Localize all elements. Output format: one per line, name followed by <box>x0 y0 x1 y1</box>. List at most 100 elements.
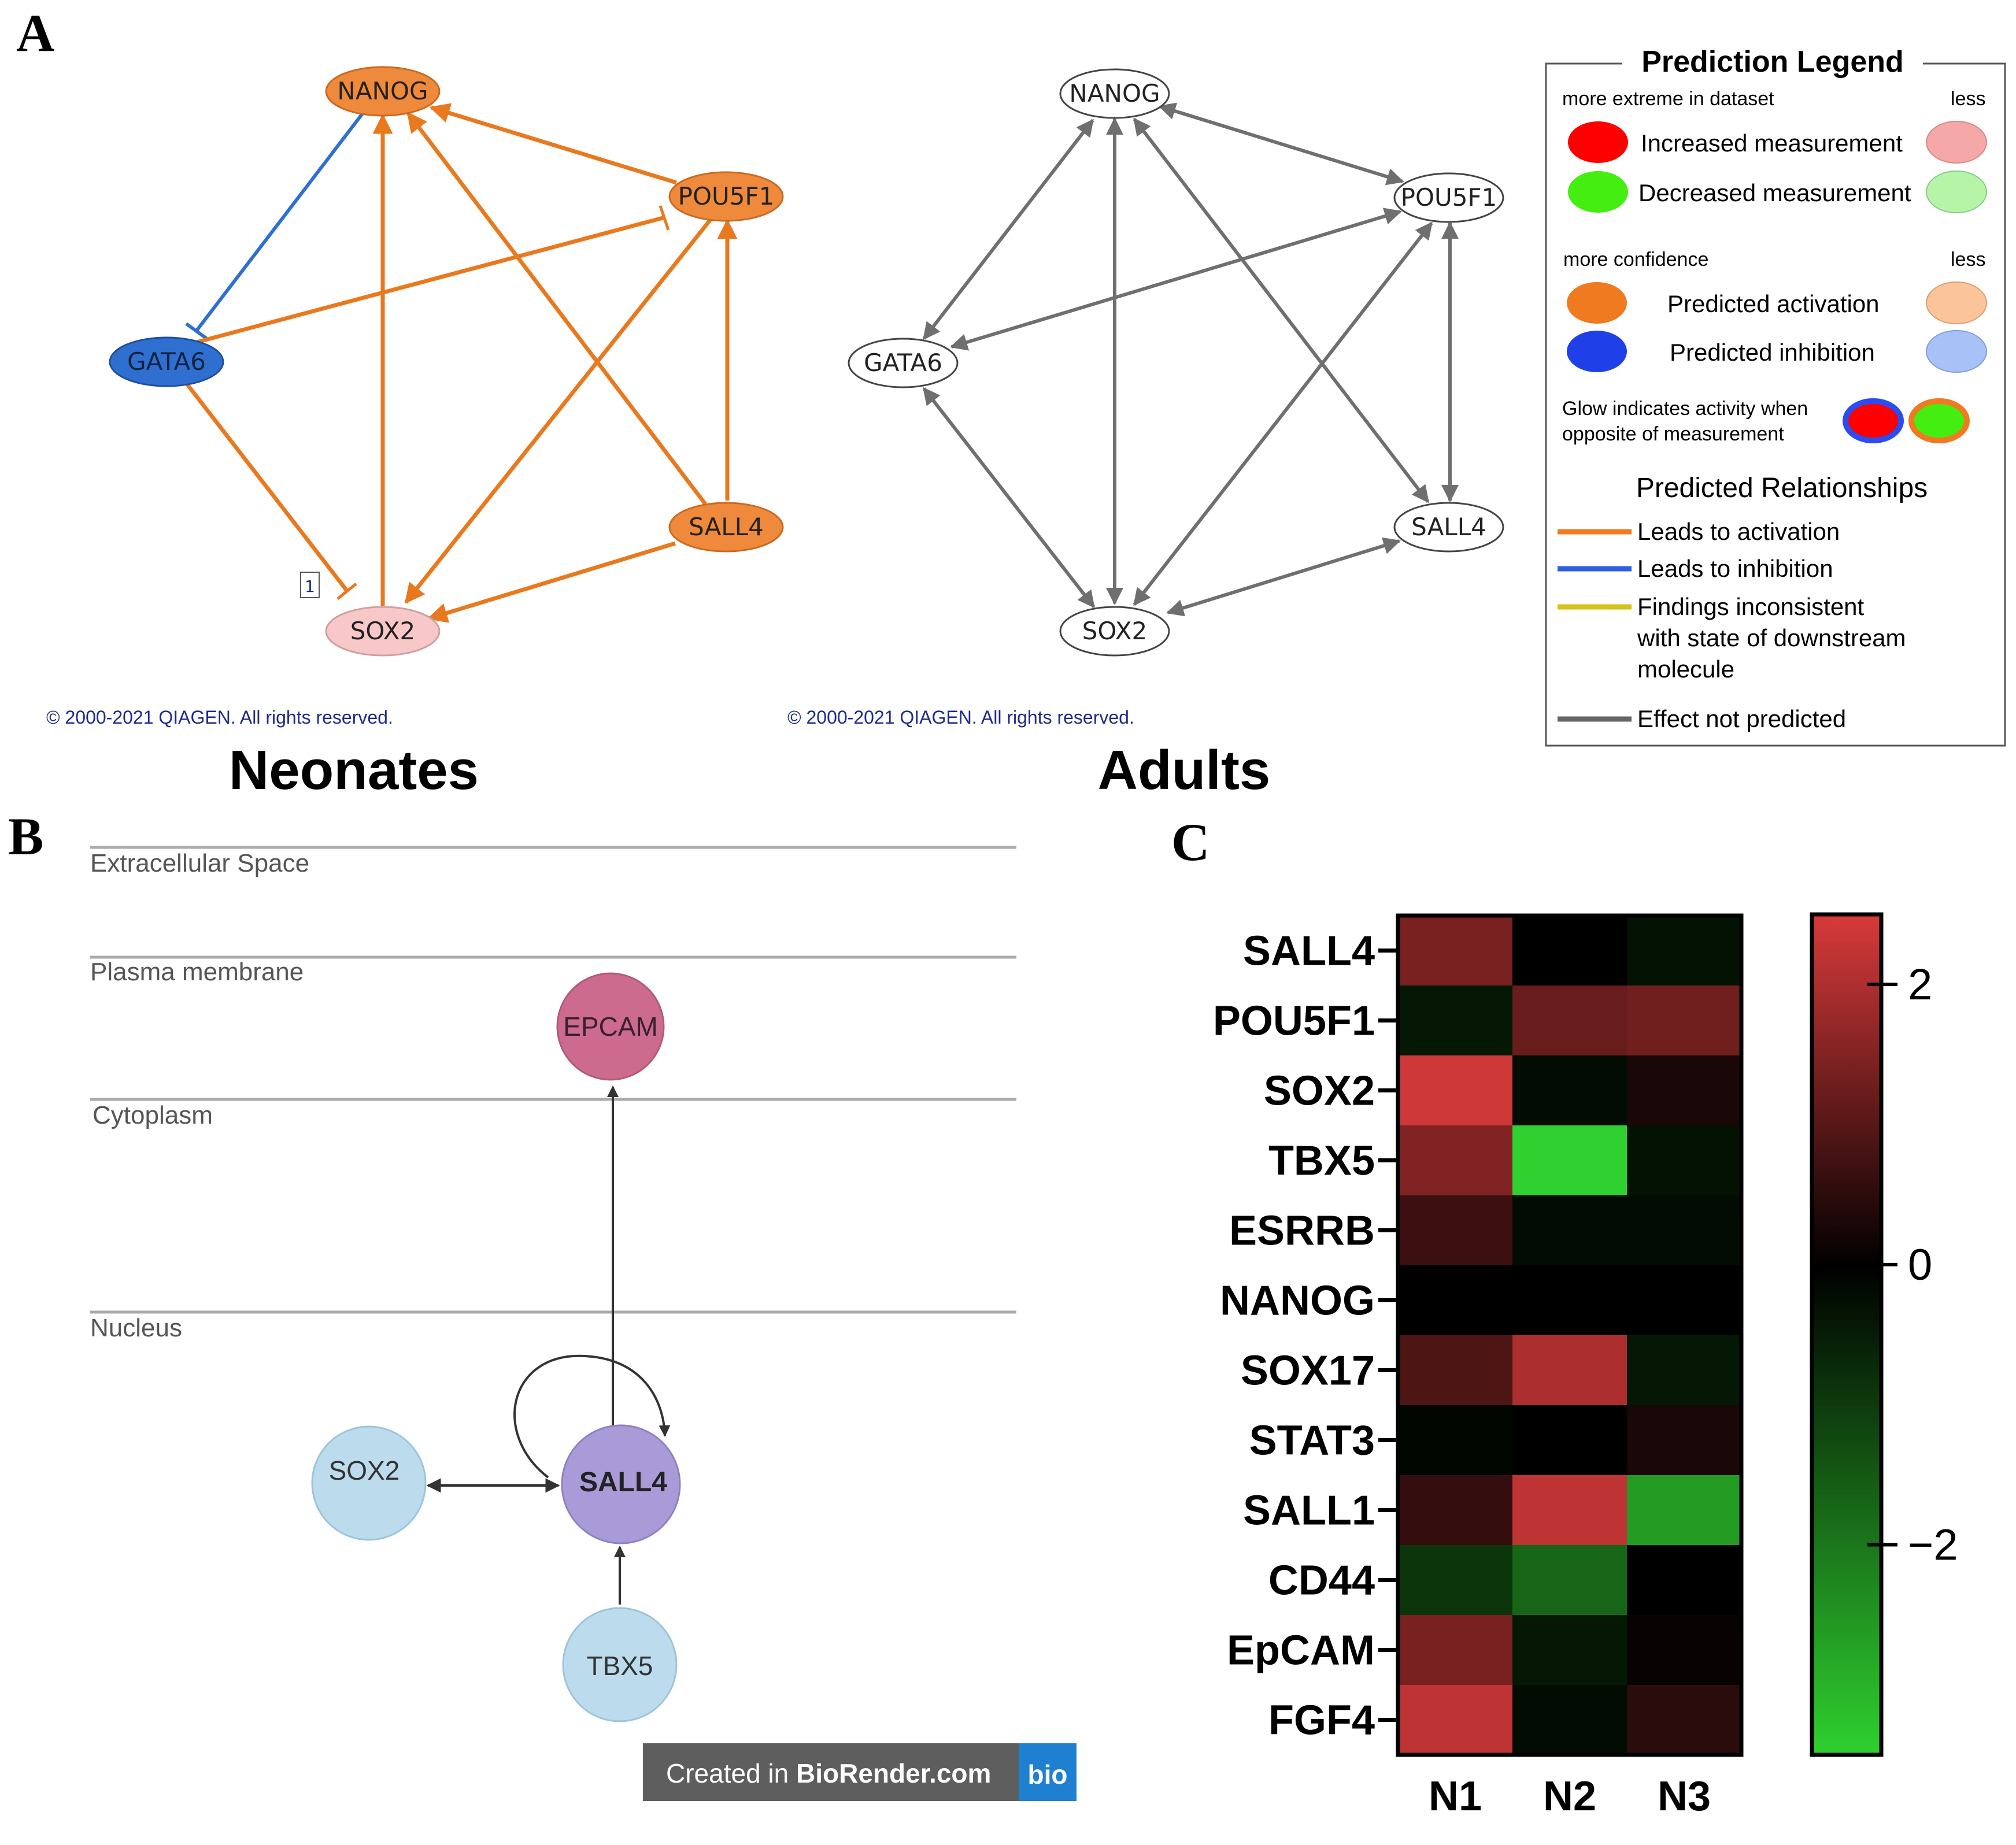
edge-nanog-gata6-inhibition <box>195 109 367 332</box>
legend-less-2: less <box>1951 249 1985 271</box>
edge-nanog-gata6-tbar <box>185 322 208 340</box>
legend-relationships-title: Predicted Relationships <box>1636 473 1928 503</box>
heatmap-cell <box>1512 986 1627 1055</box>
badge-box <box>300 572 320 598</box>
title-adults: Adults <box>1098 739 1271 801</box>
edge-pou5f1-sox2 <box>404 216 714 604</box>
legend-glow-line2: opposite of measurement <box>1562 423 1784 445</box>
colorbar-gradient <box>1810 912 1884 1757</box>
edge-sall4-sox2 <box>427 541 676 623</box>
legend-pred-activation: Predicted activation <box>1667 290 1880 317</box>
heatmap-cell <box>1398 1055 1512 1125</box>
legend-more-extreme: more extreme in dataset <box>1562 88 1774 110</box>
column-label: N2 <box>1543 1773 1596 1820</box>
heatmap: SALL4POU5F1SOX2TBX5ESRRBNANOGSOX17STAT3S… <box>1213 913 1744 1820</box>
edge-pou5f1-nanog <box>429 103 678 185</box>
heatmap-cell <box>1627 1265 1741 1335</box>
row-label: SALL4 <box>1243 928 1375 975</box>
biorender-logo-box <box>1019 1743 1077 1801</box>
label-sall4-neonates: SALL4 <box>689 513 764 541</box>
legend-increased: Increased measurement <box>1641 129 1903 157</box>
heatmap-cell <box>1512 1335 1627 1405</box>
heatmap-cell <box>1512 1055 1627 1125</box>
label-sall4-adults: SALL4 <box>1411 513 1486 541</box>
column-label: N3 <box>1658 1773 1711 1820</box>
heatmap-cell <box>1627 1125 1741 1195</box>
heatmap-cell <box>1398 1475 1512 1545</box>
swatch-decreased-weak <box>1926 171 1987 213</box>
node-nanog-neonates <box>325 66 441 117</box>
node-gata6-neonates <box>109 336 224 387</box>
colorbar-tick-label: 0 <box>1908 1240 1932 1290</box>
row-label: SOX2 <box>1264 1068 1375 1114</box>
biorender-created-in: Created in BioRender.com <box>666 1758 991 1788</box>
node-nanog-adults <box>1059 68 1170 119</box>
colorbar-tick-label: −2 <box>1908 1521 1958 1570</box>
node-epcam <box>556 972 665 1081</box>
swatch-inhibition-strong <box>1567 331 1627 372</box>
heatmap-cell <box>1398 1125 1512 1195</box>
label-gata6-adults: GATA6 <box>864 349 942 377</box>
swatch-glow-red <box>1843 398 1904 443</box>
heatmap-cell <box>1512 1125 1627 1195</box>
title-neonates: Neonates <box>229 739 479 801</box>
heatmap-cell <box>1627 1405 1741 1475</box>
edge-gata6-pou5f1-tbar <box>659 205 670 231</box>
legend-leads-activation: Leads to activation <box>1637 518 1840 545</box>
heatmap-cell <box>1512 1685 1627 1755</box>
heatmap-cell <box>1512 1195 1627 1265</box>
colorbar-tick-label: 2 <box>1908 960 1932 1009</box>
colorbar: 2 0 −2 <box>1810 912 1958 1757</box>
neonates-network: NANOG POU5F1 GATA6 SALL4 SOX2 1 <box>109 66 784 657</box>
row-label: CD44 <box>1268 1558 1375 1604</box>
heatmap-cell <box>1627 1335 1741 1405</box>
biorender-badge <box>643 1743 1077 1801</box>
row-label: POU5F1 <box>1213 998 1375 1044</box>
heatmap-cell <box>1398 1685 1512 1755</box>
heatmap-cell <box>1627 1545 1741 1615</box>
label-pou5f1-neonates: POU5F1 <box>678 182 775 210</box>
compartment-nucleus: Nucleus <box>90 1314 182 1342</box>
legend-title: Prediction Legend <box>1641 45 1904 79</box>
adults-network: NANOG POU5F1 GATA6 SALL4 SOX2 <box>848 68 1504 657</box>
edge-pou5f1-sox2-adults <box>1133 221 1433 606</box>
panel-label-c: C <box>1171 813 1209 872</box>
legend-pred-inhibition: Predicted inhibition <box>1670 339 1875 366</box>
swatch-activation-strong <box>1567 282 1627 324</box>
heatmap-cell <box>1627 1475 1741 1545</box>
node-sall4-adults <box>1393 502 1504 553</box>
swatch-inhibition-weak <box>1926 330 1987 373</box>
heatmap-cell <box>1398 1195 1512 1265</box>
swatch-increased-weak <box>1926 121 1987 164</box>
swatch-activation-weak <box>1926 281 1987 324</box>
prediction-legend: Prediction Legend more extreme in datase… <box>1545 45 2006 747</box>
heatmap-cell <box>1512 1545 1627 1615</box>
legend-inconsistent-3: molecule <box>1637 655 1734 683</box>
edge-gata6-sox2-tbar <box>336 583 357 600</box>
swatch-decreased-strong <box>1568 171 1628 213</box>
node-pou5f1-adults <box>1393 172 1504 223</box>
node-sox2-b <box>311 1425 427 1541</box>
heatmap-cell <box>1512 1265 1627 1335</box>
edge-sall4-nanog <box>406 112 707 506</box>
edge-gata6-pou5f1 <box>183 215 665 348</box>
row-label: ESRRB <box>1229 1208 1375 1254</box>
row-label: EpCAM <box>1227 1628 1375 1674</box>
edge-gata6-sox2 <box>183 380 349 592</box>
node-gata6-adults <box>848 338 959 388</box>
label-epcam: EPCAM <box>563 1012 658 1042</box>
copyright-neonates: © 2000-2021 QIAGEN. All rights reserved. <box>46 707 393 728</box>
heatmap-cell <box>1627 986 1741 1055</box>
heatmap-cell <box>1627 1685 1741 1755</box>
edge-gata6-sox2-adults <box>922 387 1096 609</box>
heatmap-cell <box>1398 1405 1512 1475</box>
heatmap-cell <box>1398 1335 1512 1405</box>
heatmap-cell <box>1398 916 1512 986</box>
node-sox2-neonates <box>325 606 441 657</box>
node-sox2-adults <box>1059 606 1170 657</box>
heatmap-cell <box>1398 1545 1512 1615</box>
label-sall4-b: SALL4 <box>579 1467 667 1498</box>
heatmap-cell <box>1627 916 1741 986</box>
heatmap-cell <box>1512 1615 1627 1685</box>
